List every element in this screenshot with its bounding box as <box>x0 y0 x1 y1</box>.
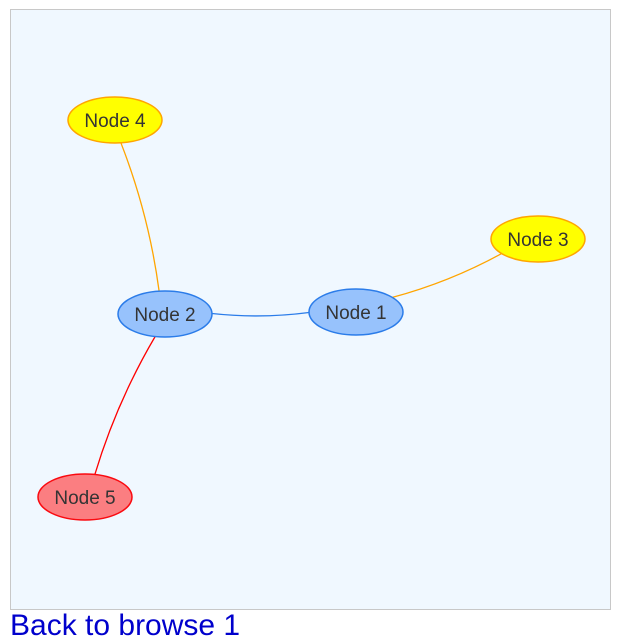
node-ellipse[interactable] <box>117 290 213 338</box>
node-ellipse[interactable] <box>37 473 133 521</box>
edge-2-4[interactable] <box>120 142 160 292</box>
node-4[interactable]: Node 4 <box>67 96 163 144</box>
edge-1-3[interactable] <box>392 253 502 299</box>
node-label: Node 1 <box>325 303 386 324</box>
node-label: Node 5 <box>54 488 115 509</box>
node-2[interactable]: Node 2 <box>117 290 213 338</box>
node-1[interactable]: Node 1 <box>308 288 404 336</box>
node-ellipse[interactable] <box>67 96 163 144</box>
node-3[interactable]: Node 3 <box>490 215 586 263</box>
edge-2-5[interactable] <box>94 336 156 475</box>
node-label: Node 2 <box>134 305 195 326</box>
node-ellipse[interactable] <box>490 215 586 263</box>
node-5[interactable]: Node 5 <box>37 473 133 521</box>
edges-layer <box>94 142 502 475</box>
edge-2-1[interactable] <box>211 311 310 317</box>
back-link[interactable]: Back to browse 1 <box>10 609 241 642</box>
node-ellipse[interactable] <box>308 288 404 336</box>
network-diagram[interactable]: Node 1 Node 2 Node 3 Node 4 Node 5 <box>0 0 624 622</box>
node-label: Node 4 <box>84 111 146 132</box>
node-label: Node 3 <box>507 230 568 251</box>
nodes-layer: Node 1 Node 2 Node 3 Node 4 Node 5 <box>37 96 586 521</box>
